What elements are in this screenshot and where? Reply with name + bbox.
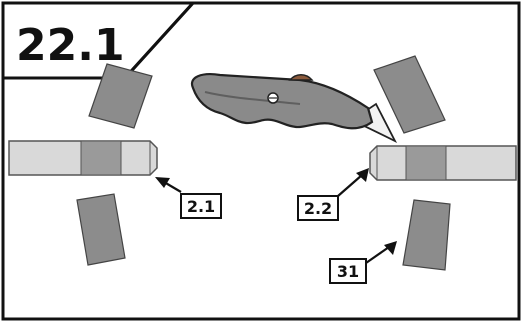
utility-knife-icon bbox=[190, 73, 398, 143]
left-tube bbox=[8, 140, 158, 176]
callout-box bbox=[329, 258, 367, 284]
callout-adhesive-pad: 31 bbox=[329, 241, 397, 284]
adhesive-pad-upper-left bbox=[88, 63, 153, 129]
left-tube-band bbox=[80, 140, 122, 176]
step-number: 22.1 bbox=[16, 20, 125, 71]
callout-label: 31 bbox=[337, 262, 359, 281]
callout-arrow-line bbox=[365, 246, 390, 264]
callout-arrow-head bbox=[384, 241, 397, 255]
adhesive-pads bbox=[76, 55, 451, 271]
right-tube-band bbox=[405, 145, 447, 181]
adhesive-pad-lower-left bbox=[76, 193, 126, 266]
knife-slider bbox=[288, 74, 314, 81]
callout-arrow-head bbox=[356, 168, 369, 182]
adhesive-pad-lower-right bbox=[402, 199, 451, 271]
callout-label: 2.1 bbox=[187, 197, 215, 216]
knife-handle-grip bbox=[204, 91, 301, 105]
callout-box bbox=[297, 195, 339, 221]
callout-right-tube: 2.2 bbox=[297, 168, 369, 221]
right-tube bbox=[369, 145, 517, 181]
callout-label: 2.2 bbox=[304, 199, 332, 218]
callout-arrow-head bbox=[155, 177, 170, 188]
callout-arrow-line bbox=[337, 174, 363, 197]
callout-box bbox=[180, 193, 222, 219]
callout-arrow-line bbox=[163, 181, 182, 193]
callout-left-tube: 2.1 bbox=[155, 177, 222, 219]
adhesive-pad-upper-right bbox=[373, 55, 446, 134]
